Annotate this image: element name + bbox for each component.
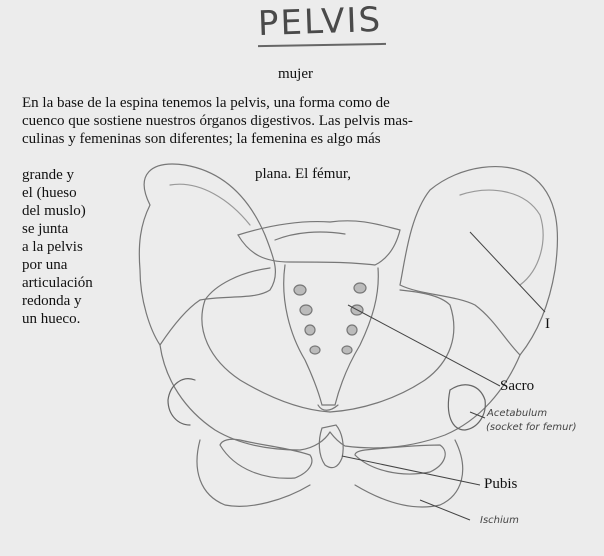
label-ilium: I (545, 316, 550, 333)
label-sacrum: Sacro (500, 378, 534, 395)
label-acetabulum: Acetabulum (487, 408, 547, 419)
left-acetabulum (168, 379, 195, 425)
side-line: el (hueso (22, 184, 152, 202)
side-line: se junta (22, 220, 152, 238)
leader-ilium (470, 232, 545, 312)
intro-line: culinas y femeninas son diferentes; la f… (22, 130, 582, 148)
side-line: del muslo) (22, 202, 152, 220)
left-lower-outline (160, 345, 330, 450)
side-line: grande y (22, 166, 152, 184)
label-ischium: Ischium (480, 515, 519, 526)
sacrum-top (238, 221, 400, 265)
leader-sacrum (348, 305, 500, 386)
intro-line: cuenco que sostiene nuestros órganos dig… (22, 112, 582, 130)
label-acetabulum-note: (socket for femur) (486, 422, 576, 433)
side-line: un hueco. (22, 310, 152, 328)
intro-line: En la base de la espina tenemos la pelvi… (22, 94, 582, 112)
subtitle: mujer (278, 66, 313, 83)
right-ilium-outline (400, 167, 557, 355)
pubic-symphysis (319, 425, 343, 468)
right-lower-outline (330, 355, 520, 448)
leader-pubis (342, 456, 480, 485)
side-line: a la pelvis (22, 238, 152, 256)
side-line: por una (22, 256, 152, 274)
side-paragraph: grande y el (hueso del muslo) se junta a… (22, 166, 152, 328)
side-line: articulación (22, 274, 152, 292)
right-obturator (355, 445, 445, 474)
side-line: redonda y (22, 292, 152, 310)
page-title: PELVIS (257, 0, 382, 44)
pelvic-inlet (202, 290, 454, 412)
inline-text: plana. El fémur, (255, 166, 351, 183)
intro-paragraph: En la base de la espina tenemos la pelvi… (22, 94, 582, 148)
left-obturator (220, 439, 312, 478)
label-pubis: Pubis (484, 476, 517, 493)
